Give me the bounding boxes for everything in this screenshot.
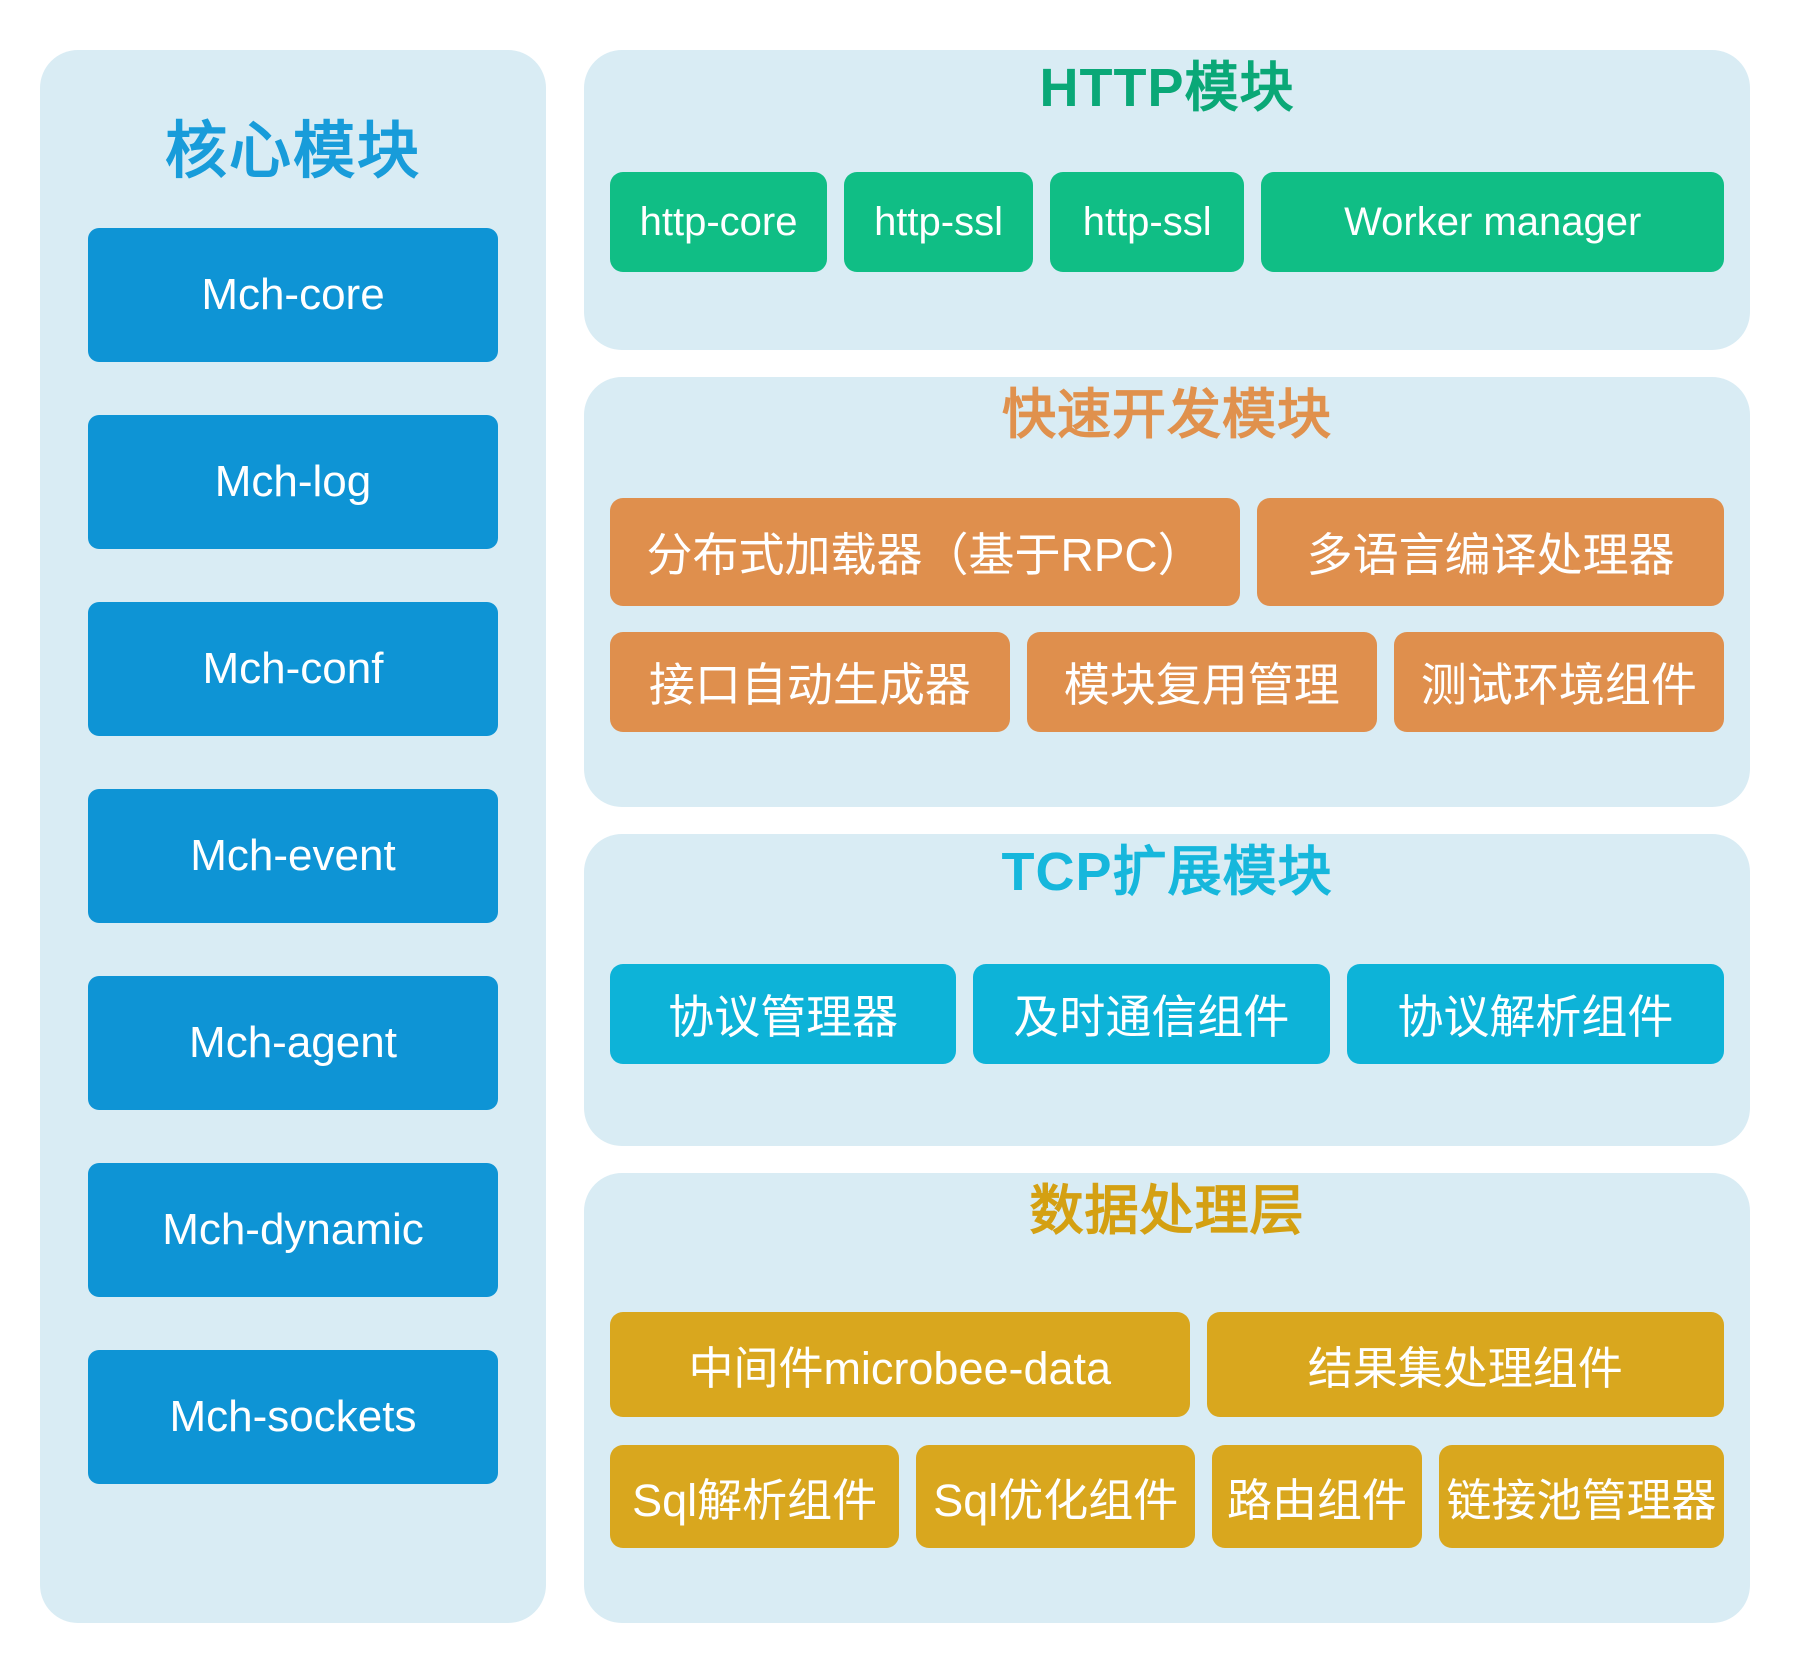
rapid-dev-module-panel: 快速开发模块 分布式加载器（基于RPC） 多语言编译处理器 接口自动生成器 模块… [584, 377, 1750, 807]
router-box: 路由组件 [1212, 1445, 1422, 1548]
core-module-mch-event: Mch-event [88, 789, 498, 923]
distributed-loader-box: 分布式加载器（基于RPC） [610, 498, 1241, 606]
http-ssl-box-2: http-ssl [1049, 172, 1245, 272]
core-module-mch-sockets: Mch-sockets [88, 1350, 498, 1484]
sql-optimizer-box: Sql优化组件 [916, 1445, 1196, 1548]
core-module-list: Mch-core Mch-log Mch-conf Mch-event Mch-… [88, 228, 498, 1484]
multilang-compiler-box: 多语言编译处理器 [1257, 498, 1724, 606]
protocol-manager-box: 协议管理器 [610, 964, 957, 1064]
worker-manager-box: Worker manager [1261, 172, 1724, 272]
core-module-mch-dynamic: Mch-dynamic [88, 1163, 498, 1297]
conn-pool-box: 链接池管理器 [1438, 1445, 1725, 1548]
module-panels-column: HTTP模块 http-core http-ssl http-ssl Worke… [584, 50, 1750, 1623]
resultset-box: 结果集处理组件 [1206, 1312, 1724, 1417]
http-module-row: http-core http-ssl http-ssl Worker manag… [610, 172, 1724, 272]
core-panel-title: 核心模块 [164, 117, 421, 186]
microbee-data-box: 中间件microbee-data [610, 1312, 1190, 1417]
sql-parser-box: Sql解析组件 [610, 1445, 900, 1548]
core-module-panel: 核心模块 Mch-core Mch-log Mch-conf Mch-event… [40, 50, 546, 1623]
data-layer-row-2: Sql解析组件 Sql优化组件 路由组件 链接池管理器 [610, 1445, 1725, 1548]
api-generator-box: 接口自动生成器 [610, 632, 1010, 732]
instant-msg-box: 及时通信组件 [973, 964, 1330, 1064]
core-module-mch-log: Mch-log [88, 415, 498, 549]
data-layer-panel: 数据处理层 中间件microbee-data 结果集处理组件 Sql解析组件 S… [584, 1173, 1750, 1623]
rapid-dev-row-1: 分布式加载器（基于RPC） 多语言编译处理器 [610, 498, 1724, 606]
http-core-box: http-core [610, 172, 828, 272]
http-panel-title: HTTP模块 [1039, 58, 1295, 118]
rapid-panel-title: 快速开发模块 [1002, 385, 1332, 445]
test-env-box: 测试环境组件 [1393, 632, 1725, 732]
http-ssl-box-1: http-ssl [844, 172, 1033, 272]
core-module-mch-core: Mch-core [88, 228, 498, 362]
tcp-panel-title: TCP扩展模块 [1001, 842, 1333, 902]
tcp-module-panel: TCP扩展模块 协议管理器 及时通信组件 协议解析组件 [584, 834, 1750, 1146]
http-module-panel: HTTP模块 http-core http-ssl http-ssl Worke… [584, 50, 1750, 350]
core-module-mch-conf: Mch-conf [88, 602, 498, 736]
data-panel-title: 数据处理层 [1029, 1181, 1305, 1241]
tcp-module-row: 协议管理器 及时通信组件 协议解析组件 [610, 964, 1724, 1064]
rapid-dev-row-2: 接口自动生成器 模块复用管理 测试环境组件 [610, 632, 1725, 732]
protocol-parser-box: 协议解析组件 [1346, 964, 1724, 1064]
core-module-mch-agent: Mch-agent [88, 976, 498, 1110]
module-reuse-box: 模块复用管理 [1026, 632, 1377, 732]
data-layer-row-1: 中间件microbee-data 结果集处理组件 [610, 1312, 1724, 1417]
